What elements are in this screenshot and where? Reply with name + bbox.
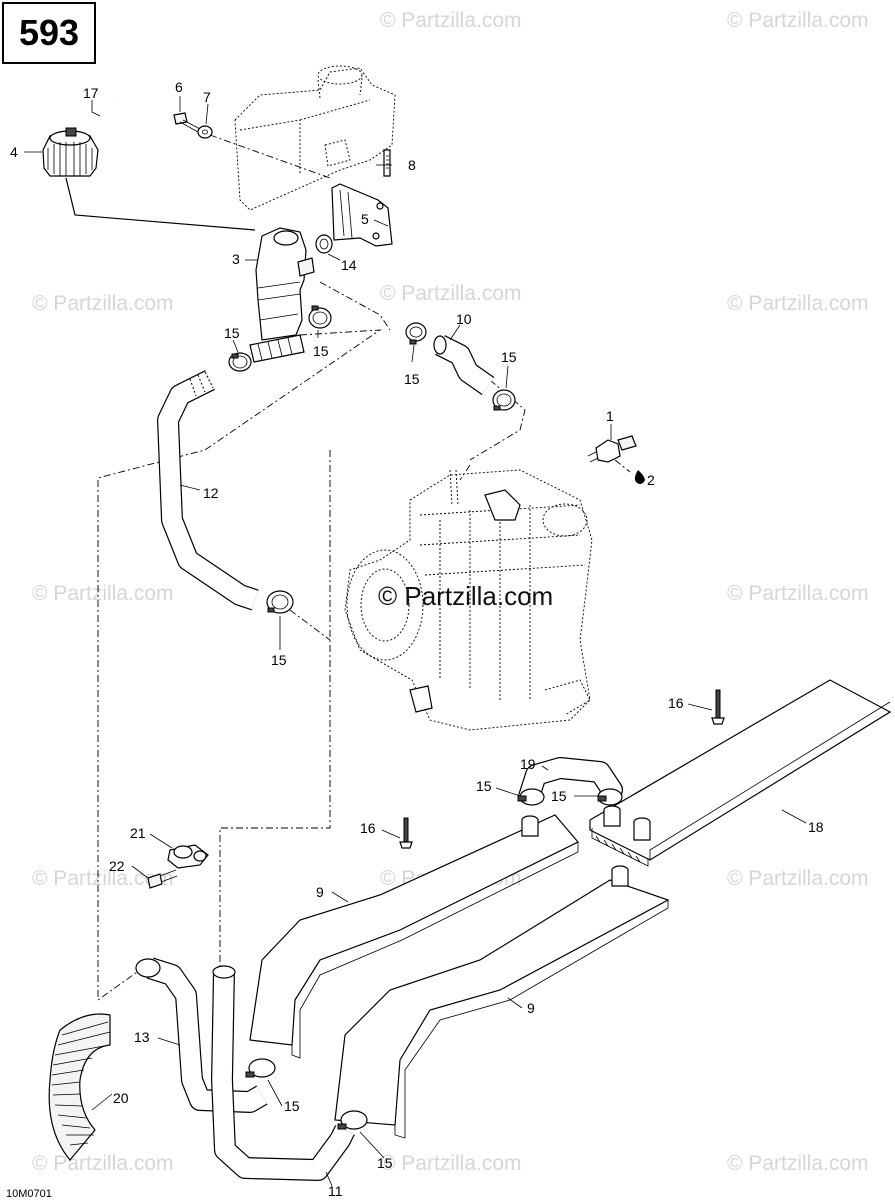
callout-22: 22 (109, 858, 125, 874)
watermark: © Partzilla.com (727, 292, 869, 315)
watermark: © Partzilla.com (32, 867, 174, 890)
watermark: © Partzilla.com (727, 867, 869, 890)
callout-15: 15 (224, 325, 240, 341)
callout-13: 13 (134, 1029, 150, 1045)
page-number-box: 593 (2, 2, 96, 64)
callout-5: 5 (361, 211, 369, 227)
rivet (399, 817, 413, 849)
callout-15: 15 (476, 778, 492, 794)
retainer-clip (167, 844, 209, 869)
bolt (173, 112, 201, 133)
callout-16: 16 (360, 820, 376, 836)
watermark: © Partzilla.com (32, 1152, 174, 1175)
callout-16: 16 (668, 695, 684, 711)
front-heat-exchanger (334, 865, 670, 1139)
callout-17: 17 (83, 85, 99, 101)
hose-clamp (405, 322, 427, 345)
grommet (315, 234, 333, 254)
callout-2: 2 (647, 472, 655, 488)
hose-clamp (245, 1058, 276, 1078)
washer (197, 125, 213, 139)
callout-6: 6 (175, 79, 183, 95)
watermark: © Partzilla.com (727, 1152, 869, 1175)
callout-12: 12 (203, 485, 219, 501)
expansion-bottle (249, 227, 315, 363)
callout-21: 21 (130, 825, 146, 841)
callout-15: 15 (284, 1098, 300, 1114)
protective-sleeve (48, 1013, 111, 1161)
callout-1: 1 (606, 408, 614, 424)
engine (344, 469, 593, 731)
lower-hose (135, 957, 268, 1113)
center-watermark: © Partzilla.com (378, 581, 553, 611)
callout-11: 11 (328, 1183, 343, 1199)
callout-15: 15 (271, 652, 287, 668)
watermark: © Partzilla.com (380, 1152, 522, 1175)
leader-lines (24, 96, 807, 1187)
callout-18: 18 (808, 819, 824, 835)
callout-15: 15 (404, 371, 420, 387)
watermark: © Partzilla.com (32, 582, 174, 605)
screw (147, 869, 178, 889)
upper-hose (157, 370, 259, 611)
reservoir-cap (42, 127, 256, 231)
figure-code: 10M0701 (6, 1188, 52, 1200)
watermark: © Partzilla.com (380, 9, 522, 32)
routing-lines (97, 281, 631, 1001)
hose-clamp (337, 1110, 368, 1130)
callout-4: 4 (10, 144, 18, 160)
rivet (711, 689, 725, 725)
callout-15: 15 (313, 343, 329, 359)
callout-15: 15 (551, 788, 567, 804)
leader-dash (209, 134, 331, 179)
reservoir-bracket (331, 183, 393, 247)
clip (383, 149, 391, 177)
hose-clamp (228, 352, 252, 372)
front-heat-exchanger (249, 814, 579, 1059)
watermark: © Partzilla.com (32, 292, 174, 315)
hose-clamp (266, 590, 294, 614)
elbow-hose (433, 335, 495, 396)
callout-7: 7 (203, 89, 211, 105)
callout-9: 9 (316, 884, 324, 900)
watermark: © Partzilla.com (727, 582, 869, 605)
watermark: © Partzilla.com (380, 282, 522, 305)
page-number: 593 (18, 12, 80, 53)
callout-9: 9 (527, 1000, 535, 1016)
callout-20: 20 (113, 1090, 129, 1106)
callout-15: 15 (377, 1155, 393, 1171)
callout-19: 19 (520, 756, 536, 772)
callout-14: 14 (341, 257, 357, 273)
callout-10: 10 (456, 311, 472, 327)
callout-8: 8 (408, 157, 416, 173)
callout-labels: 1 2 3 4 5 6 7 8 9 9 10 11 12 13 14 15 15… (10, 79, 824, 1199)
hose-clamp (597, 788, 623, 806)
hose-clamp (517, 788, 545, 806)
hose-clamp (308, 305, 332, 329)
callout-3: 3 (232, 251, 240, 267)
rear-heat-exchanger (589, 679, 892, 867)
callout-15: 15 (501, 349, 517, 365)
coolant-reservoir-tank (234, 65, 396, 211)
lower-hose (211, 965, 355, 1181)
sealant-drop-icon (634, 470, 645, 484)
hose-clamp (492, 389, 516, 411)
watermark: © Partzilla.com (727, 9, 869, 32)
temperature-sensor (587, 435, 637, 463)
